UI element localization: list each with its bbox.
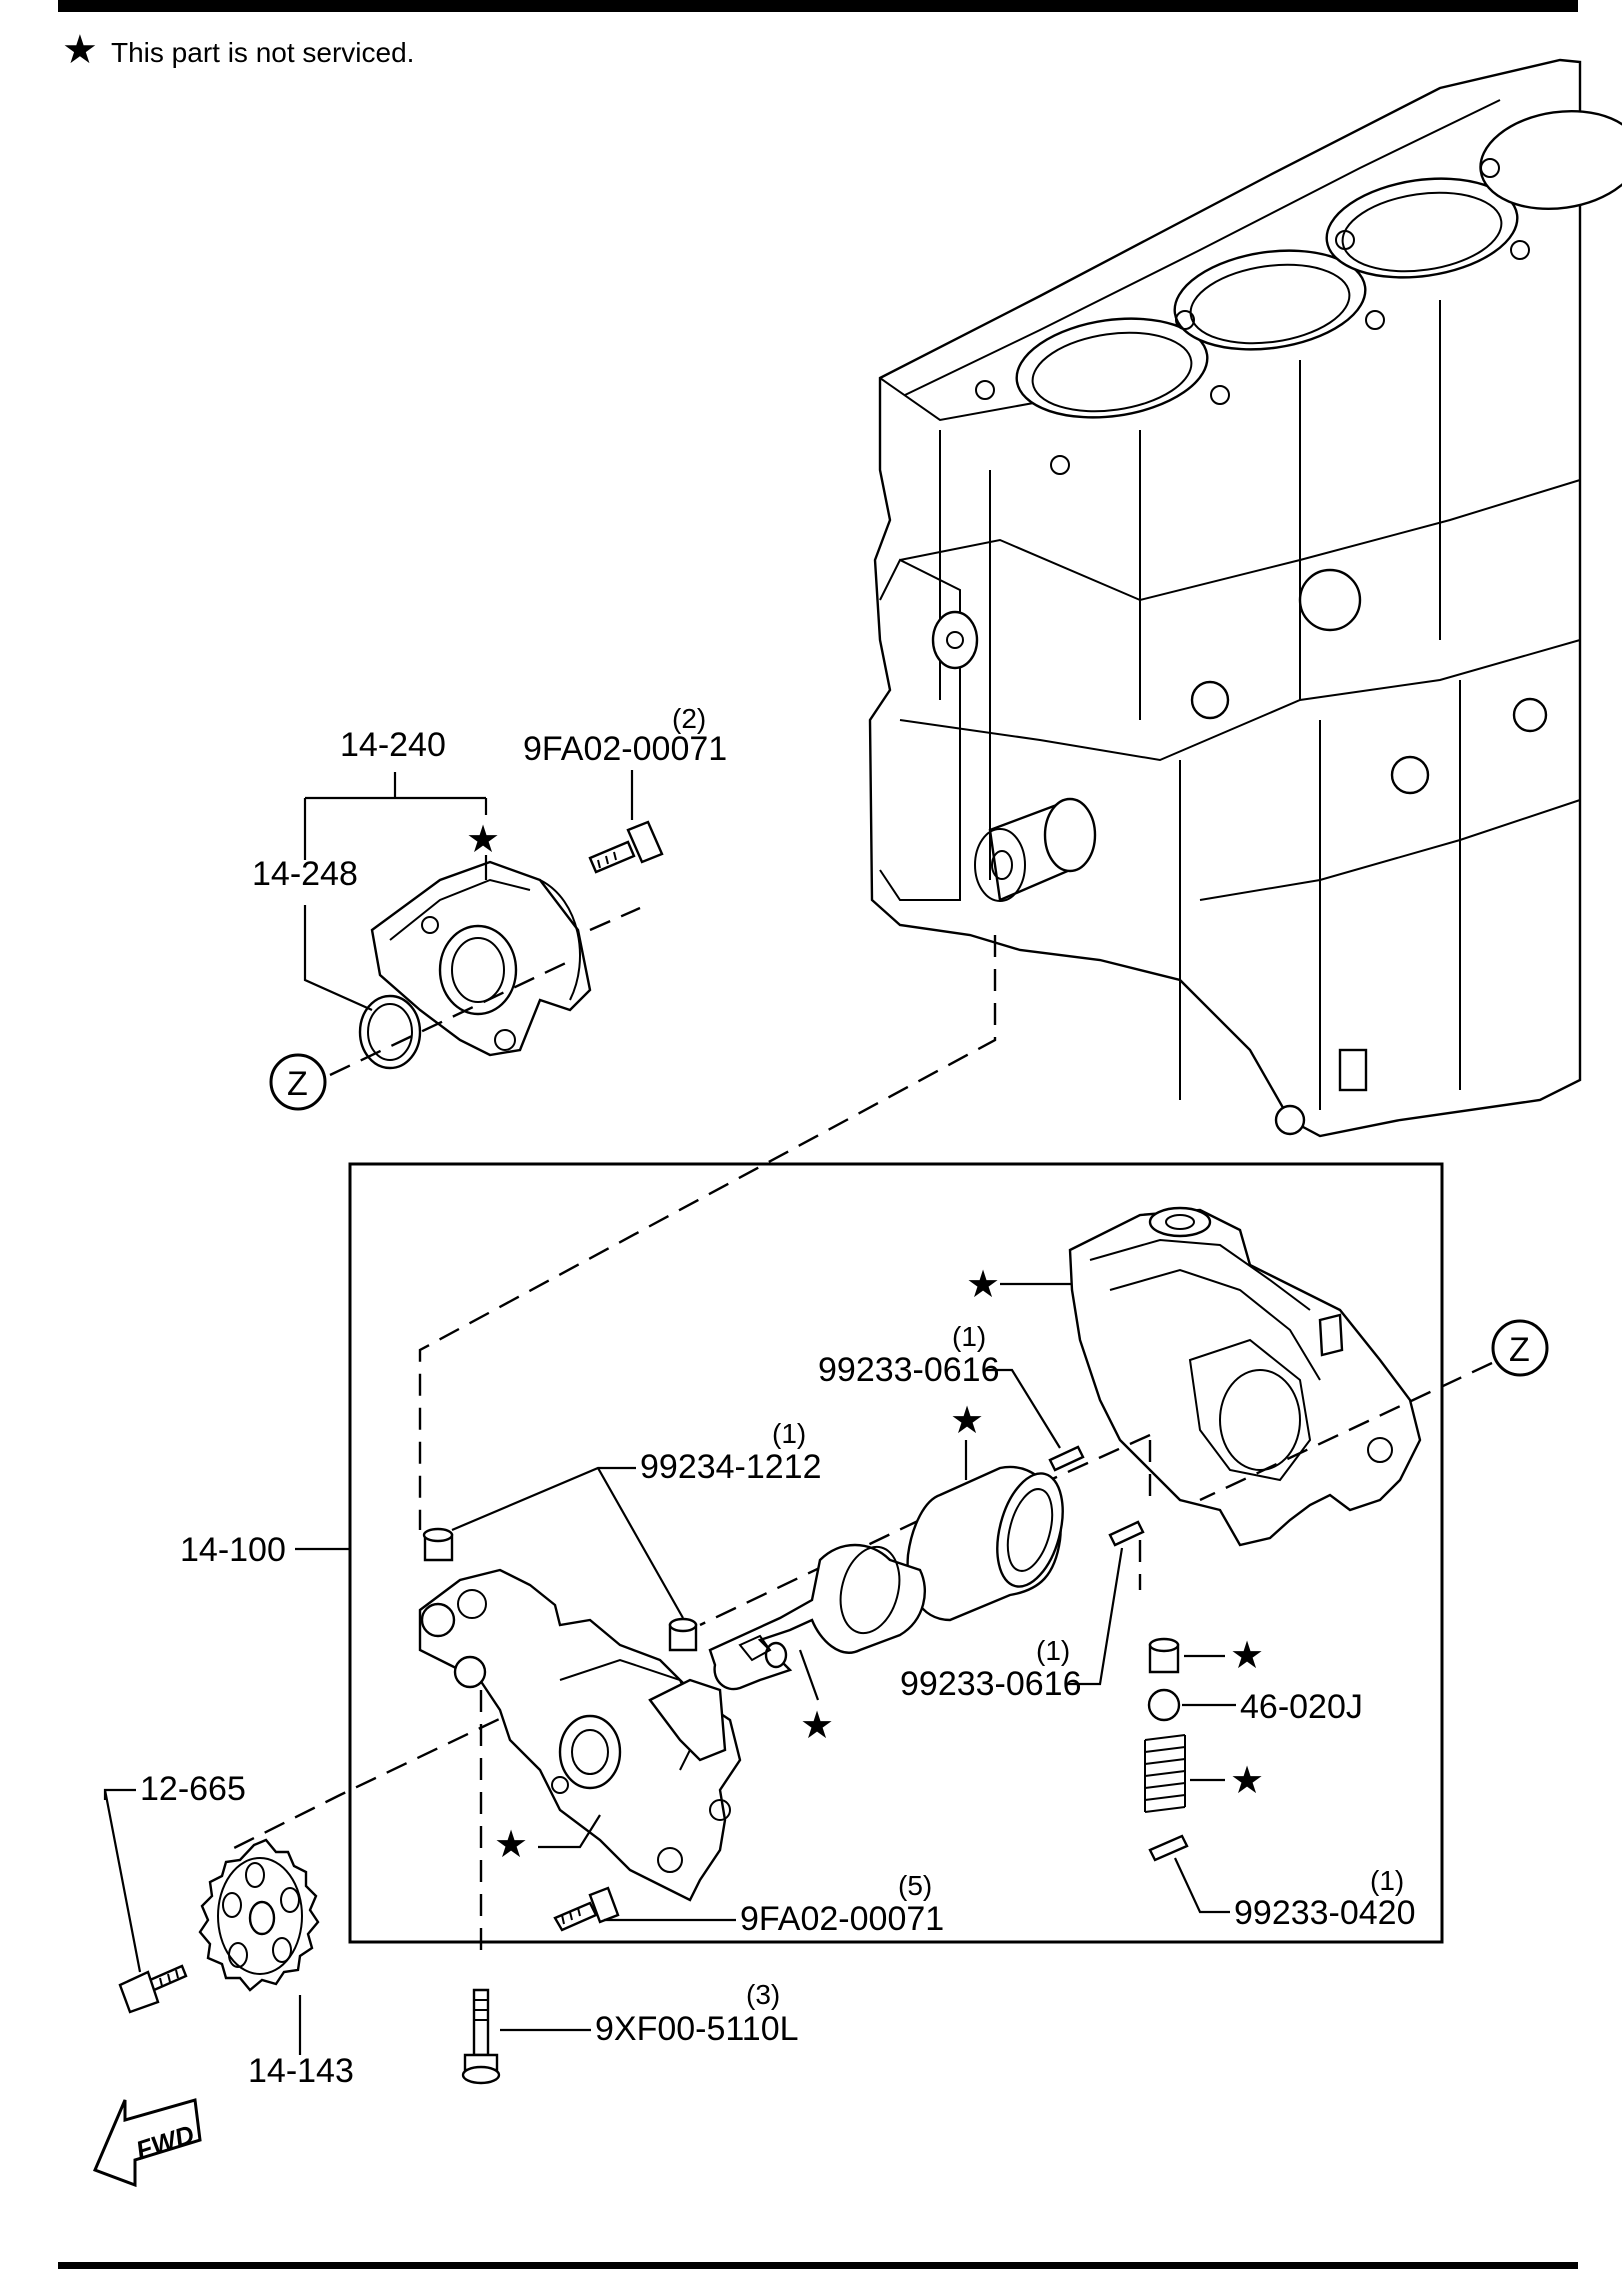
axis-line-block-to-pump bbox=[418, 935, 997, 1530]
top-border-bar bbox=[58, 0, 1578, 12]
label-14-100: 14-100 bbox=[180, 1531, 286, 1569]
dowel-pin-lower bbox=[1108, 1520, 1145, 1547]
label-99234-1212: 99234-1212 bbox=[640, 1448, 822, 1486]
bottom-border-bar bbox=[58, 2262, 1578, 2269]
star-pump-cover: ★ bbox=[494, 1824, 528, 1866]
label-14-248: 14-248 bbox=[252, 855, 358, 893]
spring-pin bbox=[1148, 1834, 1189, 1862]
dowel-99234-upper bbox=[422, 1527, 454, 1562]
legend-star-icon: ★ bbox=[62, 28, 98, 72]
zone-z-right-marker bbox=[1491, 1319, 1549, 1377]
star-pump-housing: ★ bbox=[966, 1264, 1000, 1306]
qty-9fa02-00071-top: (2) bbox=[672, 703, 706, 734]
bolt-12-665 bbox=[118, 1964, 188, 2014]
zone-z-left-marker bbox=[269, 1053, 327, 1111]
label-99233-0420: 99233-0420 bbox=[1234, 1894, 1416, 1932]
label-9fa02-00071-bottom: 9FA02-00071 bbox=[740, 1900, 944, 1938]
fwd-arrow-icon: FWD bbox=[93, 2098, 202, 2188]
axis-line-thermostat bbox=[329, 906, 641, 1077]
qty-99233-0420: (1) bbox=[1370, 1865, 1404, 1896]
relief-valve-ball bbox=[1147, 1688, 1181, 1722]
bolt-9xf00 bbox=[461, 1988, 501, 2085]
o-ring bbox=[358, 994, 422, 1070]
inner-rotor-shaft bbox=[708, 1543, 927, 1691]
label-14-240: 14-240 bbox=[340, 726, 446, 764]
star-spring: ★ bbox=[1230, 1760, 1264, 1802]
leader-14-240 bbox=[303, 772, 488, 860]
qty-9fa02-00071-bottom: (5) bbox=[898, 1870, 932, 1901]
oil-adapter-assembly bbox=[358, 820, 664, 1070]
star-inner-rotor: ★ bbox=[800, 1705, 834, 1747]
leader-14-248 bbox=[303, 905, 373, 1012]
legend-note-text: This part is not serviced. bbox=[111, 37, 414, 68]
relief-valve-spring bbox=[1144, 1734, 1186, 1813]
zone-z-left-label: Z bbox=[287, 1065, 308, 1103]
label-14-143: 14-143 bbox=[248, 2052, 354, 2090]
star-outer-rotor: ★ bbox=[950, 1400, 984, 1442]
qty-9xf00-5110l: (3) bbox=[746, 1979, 780, 2010]
dowel-99234-lower bbox=[668, 1617, 698, 1652]
relief-valve-plunger bbox=[1148, 1637, 1180, 1674]
oil-pump-cover bbox=[418, 1568, 742, 1902]
outer-rotor bbox=[906, 1465, 1064, 1622]
qty-99234-1212: (1) bbox=[772, 1418, 806, 1449]
bolt-9fa02-bottom bbox=[553, 1886, 620, 1932]
label-99233-0616-lower: 99233-0616 bbox=[900, 1665, 1082, 1703]
dowel-pin-upper bbox=[1048, 1445, 1085, 1472]
oil-pump-housing bbox=[1068, 1206, 1422, 1547]
label-12-665: 12-665 bbox=[140, 1770, 246, 1808]
label-9xf00-5110l: 9XF00-5110L bbox=[595, 2010, 799, 2048]
zone-z-right-label: Z bbox=[1509, 1331, 1530, 1369]
fwd-label: FWD bbox=[132, 2119, 198, 2166]
star-14-240: ★ bbox=[466, 819, 500, 861]
cylinder-block bbox=[868, 58, 1622, 1138]
label-46-020j: 46-020J bbox=[1240, 1688, 1363, 1726]
axis-line-pump bbox=[229, 1361, 1493, 1852]
bolt-9fa02-top bbox=[588, 820, 664, 874]
label-9fa02-00071-top: 9FA02-00071 bbox=[523, 730, 727, 768]
qty-99233-0616-upper: (1) bbox=[952, 1321, 986, 1352]
oil-pump-sprocket bbox=[198, 1838, 320, 1992]
label-99233-0616-upper: 99233-0616 bbox=[818, 1351, 1000, 1389]
qty-99233-0616-lower: (1) bbox=[1036, 1635, 1070, 1666]
star-plunger: ★ bbox=[1230, 1635, 1264, 1677]
oil-pump-group-frame bbox=[348, 1162, 1444, 1944]
